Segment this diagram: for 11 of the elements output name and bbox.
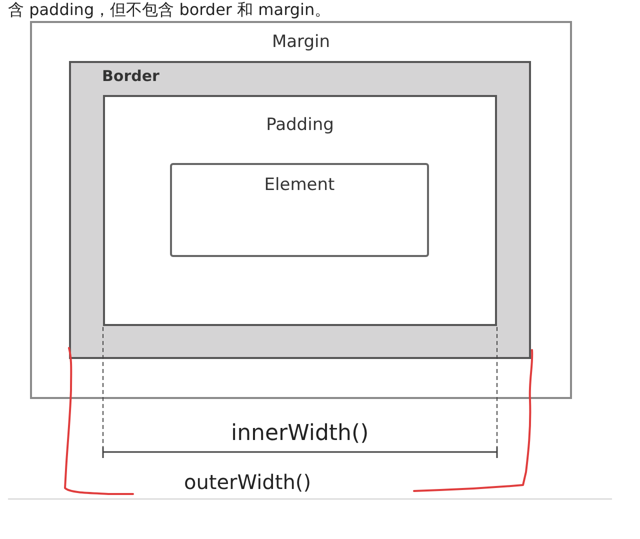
note-text: 含 padding，但不包含 border 和 margin。 (8, 0, 331, 20)
margin-box (30, 21, 572, 399)
box-label: Element (263, 175, 336, 196)
element-box (170, 163, 429, 257)
padding-box (103, 95, 497, 326)
dimension-label: outerWidth() (184, 470, 311, 494)
box-label: Padding (265, 115, 335, 136)
border-box (69, 61, 531, 359)
box-label: Border (102, 67, 160, 85)
dimension-label: innerWidth() (231, 421, 369, 448)
box-label: Margin (270, 32, 332, 52)
